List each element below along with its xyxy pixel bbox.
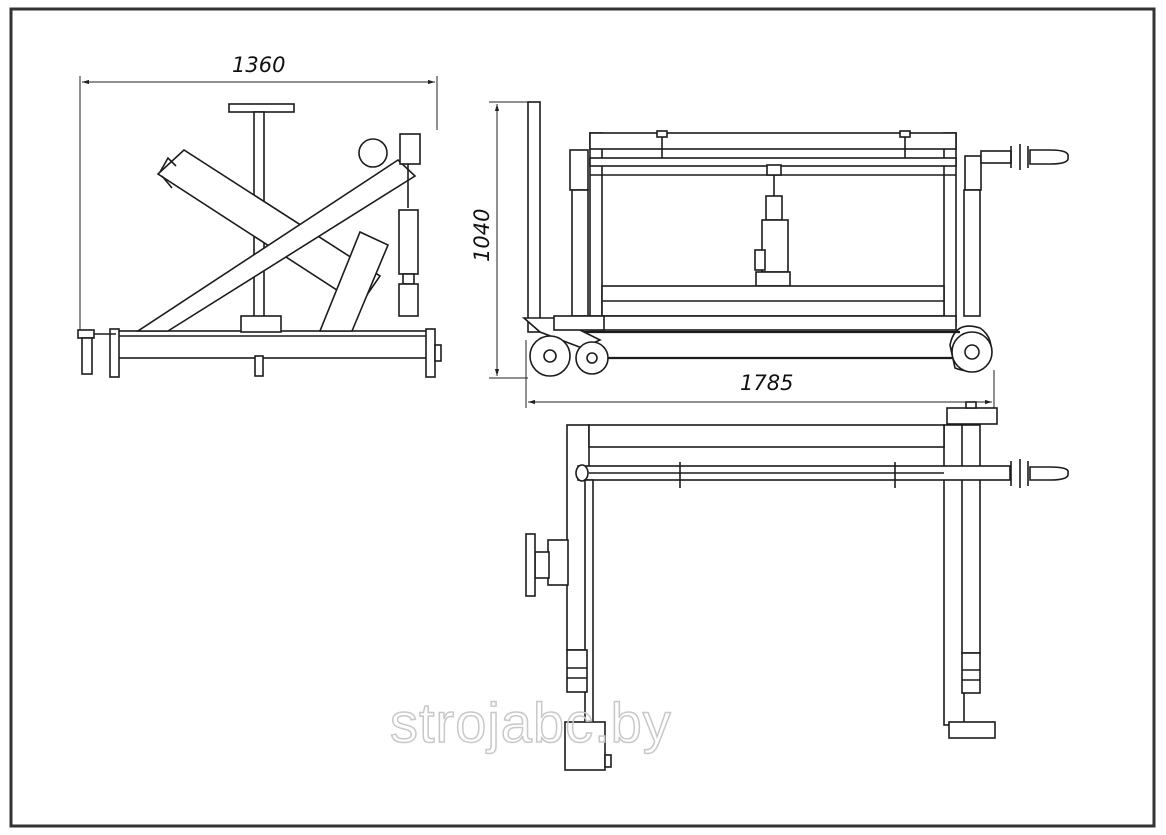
arm-short xyxy=(135,158,417,332)
crank-housing xyxy=(547,539,569,586)
arm-long xyxy=(156,148,382,307)
cylinder-base xyxy=(398,283,419,317)
t-handle xyxy=(228,103,295,113)
dimension-width-label: 1360 xyxy=(232,53,285,77)
wheel-top-right xyxy=(946,407,998,425)
handle-grip-bottom xyxy=(1029,466,1069,481)
column-left xyxy=(527,101,541,333)
top-cross-rail xyxy=(588,424,945,448)
base-beam xyxy=(115,330,430,359)
caster-wheel-middle xyxy=(575,341,609,375)
dimension-length: 1785 xyxy=(525,340,995,408)
bottom-box xyxy=(564,721,606,771)
side-view: 1360 xyxy=(77,53,442,378)
sheet-border xyxy=(9,7,1156,828)
wheel-bottom-right xyxy=(948,721,996,739)
front-view: 1040 xyxy=(470,101,1069,408)
top-bracket xyxy=(399,133,421,165)
pulley xyxy=(358,138,388,168)
top-view xyxy=(525,401,1069,771)
dimension-width: 1360 xyxy=(79,53,438,330)
watermark: strojabc.by xyxy=(390,691,672,754)
wheel-left xyxy=(109,328,120,378)
dimension-height-label: 1040 xyxy=(470,209,494,262)
dimension-height: 1040 xyxy=(470,101,528,379)
hand-wheel xyxy=(525,533,536,597)
hydraulic-jack xyxy=(761,219,789,273)
caster-left xyxy=(81,337,93,375)
hydraulic-cylinder xyxy=(398,209,419,275)
wheel-right xyxy=(425,328,436,378)
dimension-length-label: 1785 xyxy=(740,371,793,395)
top-rail xyxy=(589,132,957,150)
handle-grip-top xyxy=(1029,149,1069,165)
caster-wheel-left xyxy=(529,335,571,377)
